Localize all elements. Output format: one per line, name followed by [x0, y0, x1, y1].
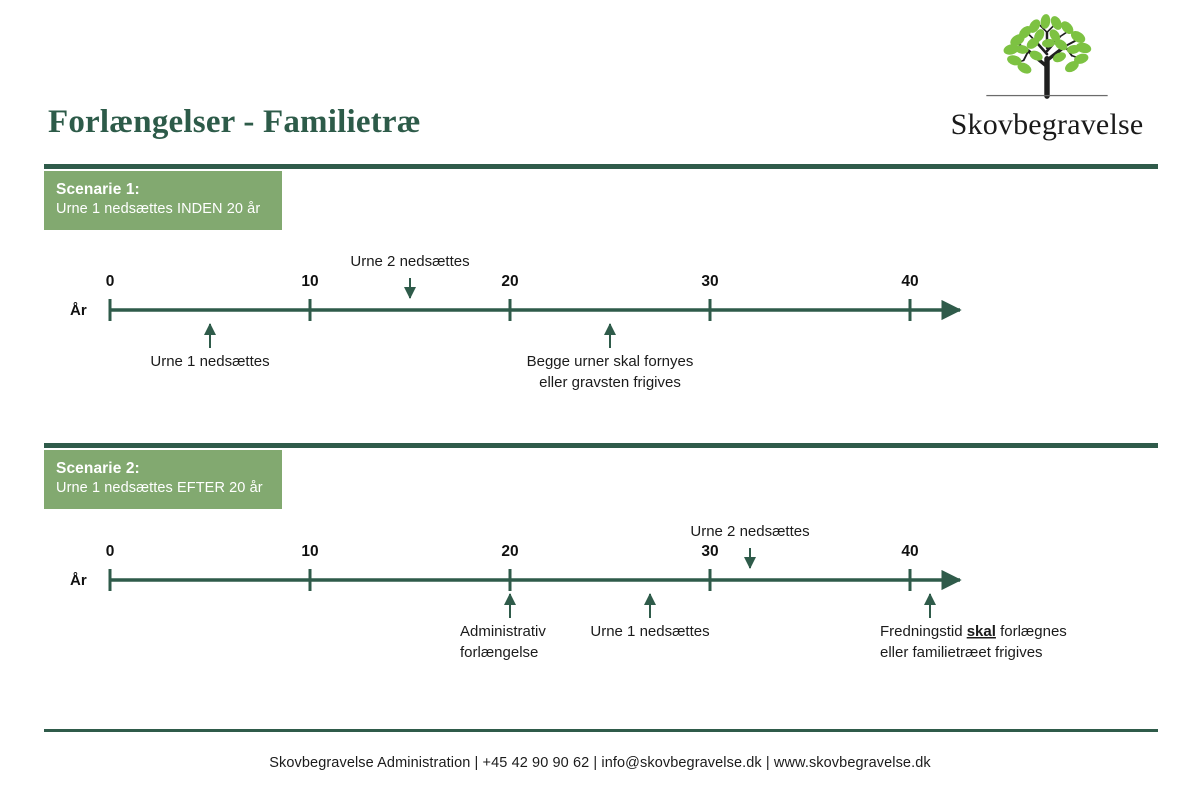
- annotation-line: Administrativ: [460, 623, 546, 640]
- axis-tick-label: 40: [901, 543, 918, 560]
- axis-label: År: [70, 302, 87, 319]
- axis-tick-label: 20: [501, 273, 518, 290]
- annotation-line: Urne 2 nedsættes: [690, 523, 809, 540]
- annotation-line: Urne 2 nedsættes: [350, 253, 469, 270]
- page-title: Forlængelser - Familietræ: [48, 104, 421, 140]
- scenario-2-heading: Scenarie 2:: [56, 460, 140, 477]
- scenario-1-header: Scenarie 1: Urne 1 nedsættes INDEN 20 år: [44, 171, 282, 231]
- axis-tick-label: 10: [301, 273, 318, 290]
- footer-contact: Skovbegravelse Administration | +45 42 9…: [269, 755, 931, 771]
- scenario-1-divider: [44, 164, 1158, 169]
- annotation-line: Urne 1 nedsættes: [150, 353, 269, 370]
- tree-icon: [986, 14, 1108, 99]
- scenario-2-divider: [44, 443, 1158, 448]
- scenario-2-header: Scenarie 2: Urne 1 nedsættes EFTER 20 år: [44, 450, 282, 510]
- annotation-line: forlængelse: [460, 644, 538, 661]
- axis-label: År: [70, 572, 87, 589]
- annotation-line: Begge urner skal fornyes: [527, 353, 694, 370]
- annotation-line: Urne 1 nedsættes: [590, 623, 709, 640]
- tree-leaves: [1003, 14, 1092, 74]
- axis-tick-label: 20: [501, 543, 518, 560]
- axis-tick-label: 30: [701, 273, 718, 290]
- axis-tick-label: 30: [701, 543, 718, 560]
- axis-tick-label: 0: [106, 543, 115, 560]
- timeline-svg: År 0 10 20 30 40 Urne 2 nedsættesAdministrativ…: [70, 523, 1067, 661]
- axis-tick-label: 40: [901, 273, 918, 290]
- brand-wordmark: Skovbegravelse: [950, 108, 1144, 141]
- ground-line: [986, 94, 1108, 97]
- annotation-line: eller familietræet frigives: [880, 644, 1043, 661]
- brand-logo: Skovbegravelse: [932, 8, 1162, 141]
- axis-tick-label: 0: [106, 273, 115, 290]
- footer-divider: [44, 729, 1158, 732]
- scenario-1-subheading: Urne 1 nedsættes INDEN 20 år: [56, 201, 261, 218]
- annotation-line: eller gravsten frigives: [539, 374, 681, 391]
- scenario-2-subheading: Urne 1 nedsættes EFTER 20 år: [56, 480, 263, 497]
- annotation-line: Fredningstid skal forlægnes: [880, 623, 1067, 640]
- scenario-1-heading: Scenarie 1:: [56, 181, 140, 198]
- axis-tick-label: 10: [301, 543, 318, 560]
